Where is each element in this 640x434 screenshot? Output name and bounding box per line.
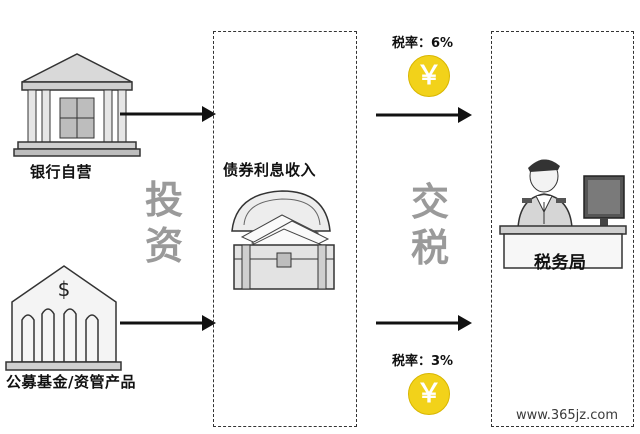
yuan-coin-icon: ￥ bbox=[408, 373, 450, 415]
fund-tax-rate: 税率：3% bbox=[392, 354, 454, 369]
fund-building-icon: $ bbox=[5, 265, 122, 371]
pay-tax-char-2: 税 bbox=[410, 226, 449, 270]
bank-label: 银行自营 bbox=[30, 163, 93, 181]
income-label: 债券利息收入 bbox=[223, 161, 317, 179]
invest-char-1: 投 bbox=[144, 178, 183, 222]
arrow-income-to-bureau-bottom bbox=[376, 315, 472, 331]
tax-bureau-label: 税务局 bbox=[534, 253, 587, 273]
tax-officer-icon bbox=[499, 159, 627, 269]
bank-building-icon bbox=[13, 53, 141, 157]
yuan-coin-icon: ￥ bbox=[408, 55, 450, 97]
bank-tax-rate: 税率：6% bbox=[392, 36, 454, 51]
arrow-bank-to-income bbox=[120, 106, 216, 122]
income-box bbox=[213, 31, 357, 427]
arrow-income-to-bureau-top bbox=[376, 107, 472, 123]
pay-tax-char-1: 交 bbox=[410, 180, 449, 224]
fund-label: 公募基金/资管产品 bbox=[6, 373, 136, 391]
svg-text:$: $ bbox=[58, 277, 71, 301]
invest-char-2: 资 bbox=[144, 224, 183, 268]
watermark: www.365jz.com bbox=[516, 408, 618, 423]
tax-bureau-box bbox=[491, 31, 634, 427]
treasure-chest-icon bbox=[231, 190, 335, 290]
arrow-fund-to-income bbox=[120, 315, 216, 331]
